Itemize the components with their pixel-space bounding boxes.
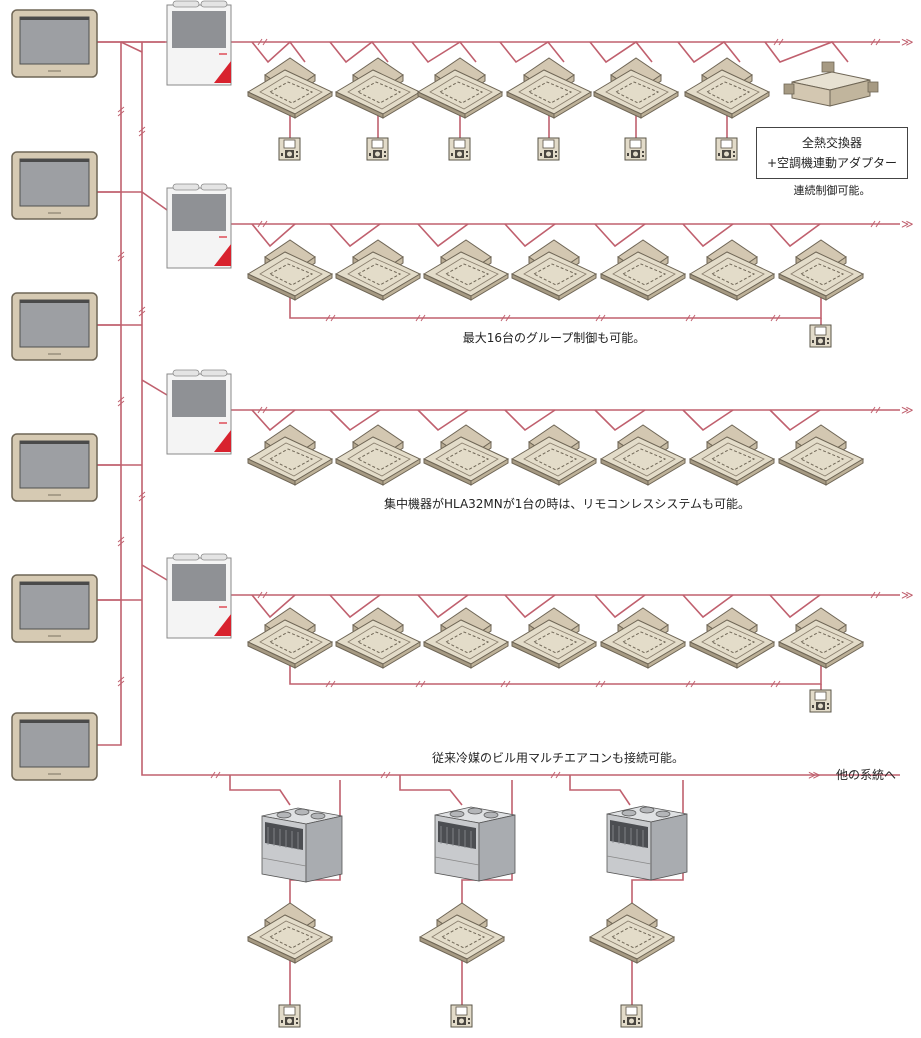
outdoor-unit <box>166 183 232 269</box>
break-mark-3: ≫ <box>901 403 914 417</box>
heat-exchanger-unit <box>783 61 879 107</box>
outdoor-unit <box>166 553 232 639</box>
central-controller <box>11 151 98 220</box>
other-system-label: 他の系統へ <box>836 768 897 782</box>
group-control-label: 最大16台のグループ制御も可能。 <box>462 331 646 345</box>
break-mark-4: ≫ <box>901 588 914 602</box>
central-controller <box>11 433 98 502</box>
break-mark-5: ≫ <box>808 768 821 782</box>
outdoor-units <box>166 0 232 639</box>
indoor-units-row-2 <box>247 239 864 301</box>
central-controller <box>11 574 98 643</box>
legacy-outdoor-units <box>261 805 688 883</box>
legacy-label: 従来冷媒のビル用マルチエアコンも接続可能。 <box>431 751 685 765</box>
exchanger-label-line3: 連続制御可能。 <box>793 184 871 197</box>
heat-exchanger-callout: 全熱交換器 +空調機連動アダプター <box>756 127 908 179</box>
line-end-marks: ≫ ≫ ≫ ≫ ≫ <box>808 35 914 782</box>
exchanger-label-line2: +空調機連動アダプター <box>766 156 898 170</box>
indoor-units-row-4 <box>247 607 864 669</box>
outdoor-unit <box>166 0 232 86</box>
central-controller <box>11 9 98 78</box>
break-mark-1: ≫ <box>901 35 914 49</box>
outdoor-unit <box>166 369 232 455</box>
exchanger-label-line1: 全熱交換器 <box>801 136 862 150</box>
central-controller <box>11 712 98 781</box>
wiring <box>97 40 900 1005</box>
break-mark-2: ≫ <box>901 217 914 231</box>
indoor-units-row-3 <box>247 424 864 486</box>
indoor-units-legacy <box>247 902 675 964</box>
indoor-units-row-1 <box>247 57 770 119</box>
central-controller <box>11 292 98 361</box>
remoteless-label: 集中機器がHLA32MNが1台の時は、リモコンレスシステムも可能。 <box>383 497 751 511</box>
central-controllers <box>11 9 98 781</box>
